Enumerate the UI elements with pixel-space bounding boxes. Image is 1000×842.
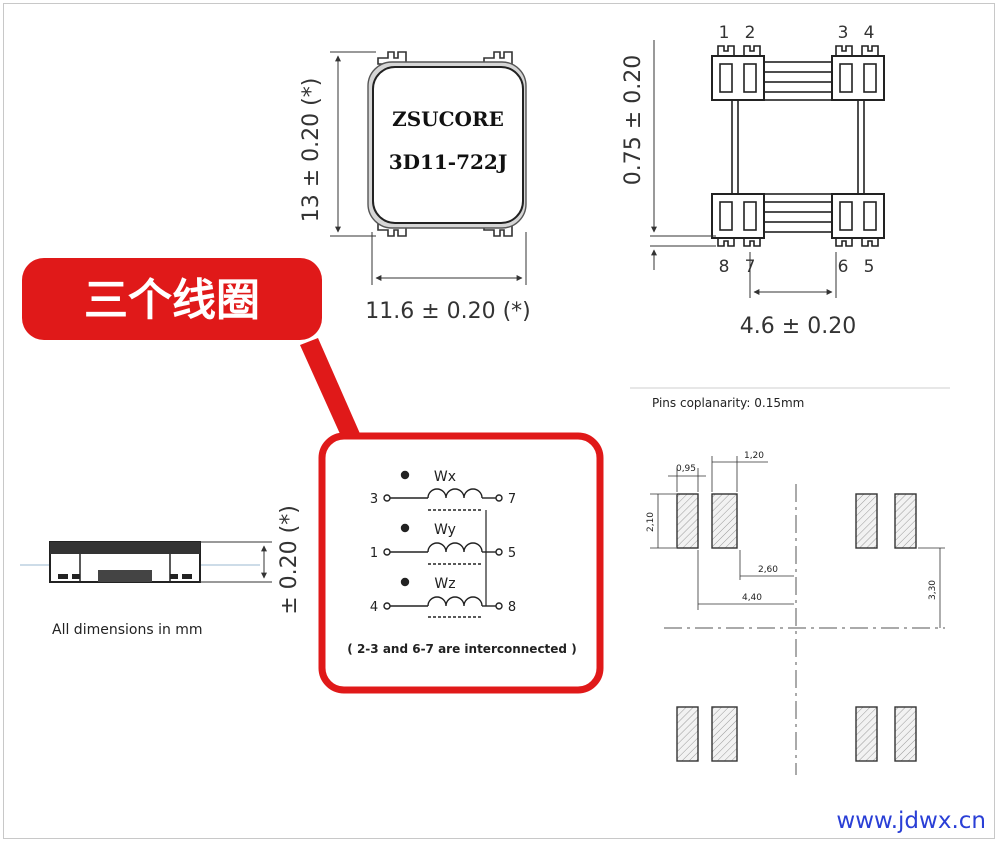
lead-height-dimension	[650, 40, 716, 270]
schematic-pin-1: 1	[370, 546, 378, 561]
pin-pitch-dimension	[749, 252, 837, 298]
winding-wx-label: Wx	[434, 469, 456, 485]
footprint: Pins coplanarity: 0.15mm	[630, 387, 950, 775]
pin-label-3: 3	[838, 23, 849, 43]
image-frame	[3, 3, 995, 839]
schematic-highlight	[318, 432, 604, 694]
pin-label-1: 1	[719, 23, 730, 43]
top-view: ZSUCORE 3D11-722J 13 ± 0.20 (*) 11.6 ± 0…	[299, 51, 531, 324]
dim-4-40: 4,40	[742, 593, 762, 603]
watermark: www.jdwx.cn	[836, 808, 986, 834]
footprint-dimension-lines	[650, 456, 945, 628]
winding-wy	[383, 523, 503, 565]
dim-3-30: 3,30	[928, 580, 938, 600]
pin-label-5: 5	[864, 257, 875, 277]
side-height-label: ± 0.20 (*)	[277, 505, 302, 615]
pin-label-4: 4	[864, 23, 875, 43]
pin-pitch-label: 4.6 ± 0.20	[740, 314, 856, 339]
pin-label-2: 2	[745, 23, 756, 43]
schematic-pin-8: 8	[508, 600, 516, 615]
winding-wx	[383, 470, 503, 511]
pin-label-6: 6	[838, 257, 849, 277]
dim-1-20: 1,20	[744, 451, 764, 461]
dim-0-95: 0,95	[676, 464, 696, 474]
interconnect-note: ( 2-3 and 6-7 are interconnected )	[347, 642, 576, 656]
winding-wz-label: Wz	[434, 576, 455, 592]
callout-label: 三个线圈	[84, 275, 260, 326]
height-dimension	[330, 51, 376, 237]
schematic-pin-5: 5	[508, 546, 516, 561]
schematic: 3 7 Wx 1 5 Wy 4 8 Wz (	[318, 432, 604, 694]
part-number-label: 3D11-722J	[389, 150, 508, 174]
dimensions-note: All dimensions in mm	[52, 622, 203, 638]
height-dimension-label: 13 ± 0.20 (*)	[299, 78, 324, 223]
width-dimension-label: 11.6 ± 0.20 (*)	[365, 299, 531, 324]
dim-2-10: 2,10	[646, 512, 656, 532]
brand-label: ZSUCORE	[392, 107, 504, 131]
schematic-pin-7: 7	[508, 492, 516, 507]
pin-view-windows	[719, 63, 877, 231]
callout-box	[22, 258, 322, 340]
side-view-top	[50, 542, 200, 554]
pin-view: 1 2 3 4	[621, 23, 885, 339]
schematic-pin-4: 4	[370, 600, 378, 615]
lead-height-label: 0.75 ± 0.20	[621, 55, 646, 185]
footprint-pads	[676, 493, 917, 762]
component-body	[372, 66, 524, 224]
side-view: ± 0.20 (*) All dimensions in mm	[20, 505, 302, 638]
width-dimension	[371, 232, 527, 285]
pin-label-8: 8	[719, 257, 730, 277]
coplanarity-note: Pins coplanarity: 0.15mm	[652, 396, 804, 410]
winding-wz	[383, 577, 503, 618]
winding-wy-label: Wy	[434, 522, 456, 538]
callout: 三个线圈	[22, 258, 365, 445]
schematic-pin-3: 3	[370, 492, 378, 507]
dim-2-60: 2,60	[758, 565, 778, 575]
